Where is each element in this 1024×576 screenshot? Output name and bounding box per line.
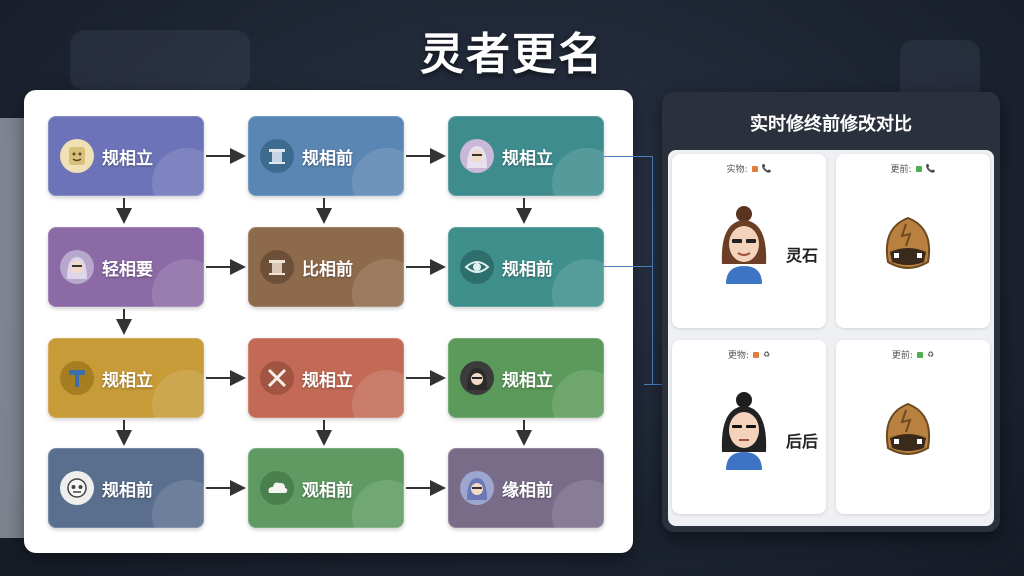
- flow-node-9[interactable]: 规相立: [448, 338, 604, 418]
- phone-icon: 📞: [761, 164, 772, 173]
- flow-node-2[interactable]: 规相前: [248, 116, 404, 196]
- flow-node-label: 缘相前: [502, 480, 553, 501]
- avatar-icon: [460, 361, 494, 395]
- connector-line: [644, 384, 662, 385]
- woman-dark-portrait: [721, 392, 767, 470]
- status-square-icon: [751, 165, 758, 172]
- flow-node-5[interactable]: 比相前: [248, 227, 404, 307]
- cell-tag-text: 更前:: [890, 165, 912, 175]
- flow-node-label: 比相前: [302, 259, 353, 280]
- cell-tag-text: 实物:: [726, 165, 748, 175]
- flow-node-label: 规相前: [502, 259, 553, 280]
- cell-tag-text: 更前:: [891, 351, 913, 361]
- crossed-swords-icon: [260, 361, 294, 395]
- cell-tag: 更物: ♻: [672, 348, 826, 361]
- flow-node-label: 规相立: [502, 370, 553, 391]
- compare-cell-before-2[interactable]: 更物: ♻ 后后: [672, 340, 826, 514]
- flow-node-label: 轻相要: [102, 259, 153, 280]
- avatar-icon: [60, 250, 94, 284]
- flow-node-label: 观相前: [302, 480, 353, 501]
- flow-node-label: 规相前: [102, 480, 153, 501]
- hammer-icon: [60, 361, 94, 395]
- compare-cell-after-1[interactable]: 更前: 📞: [836, 154, 990, 328]
- cloud-icon: [260, 471, 294, 505]
- status-square-icon: [915, 165, 922, 172]
- compare-title: 实时修终前修改对比: [750, 114, 912, 135]
- flow-node-label: 规相立: [302, 370, 353, 391]
- connector-line: [652, 156, 653, 384]
- cell-word: 后后: [785, 432, 818, 451]
- page-title: 灵者更名: [420, 29, 604, 80]
- wooden-mask-portrait: [886, 402, 930, 455]
- recycle-icon: ♻: [762, 350, 771, 359]
- flow-node-4[interactable]: 轻相要: [48, 227, 204, 307]
- flow-node-8[interactable]: 规相立: [248, 338, 404, 418]
- cell-tag: 更前: 📞: [836, 162, 990, 175]
- scroll-face-icon: [60, 139, 94, 173]
- mask-icon: [60, 471, 94, 505]
- flow-node-3[interactable]: 规相立: [448, 116, 604, 196]
- flow-node-1[interactable]: 规相立: [48, 116, 204, 196]
- woman-bun-portrait: [721, 206, 767, 284]
- cell-tag-text: 更物:: [727, 351, 749, 361]
- cell-tag: 实物: 📞: [672, 162, 826, 175]
- avatar-icon: [460, 139, 494, 173]
- banner-icon: [260, 250, 294, 284]
- flow-node-6[interactable]: 规相前: [448, 227, 604, 307]
- flow-node-11[interactable]: 观相前: [248, 448, 404, 528]
- flow-node-label: 规相立: [102, 148, 153, 169]
- wooden-mask-portrait: [886, 216, 930, 269]
- avatar-icon: [460, 471, 494, 505]
- compare-grid: 实物: 📞 灵石 更前: 📞: [668, 150, 994, 526]
- flow-node-10[interactable]: 规相前: [48, 448, 204, 528]
- eye-icon: [460, 250, 494, 284]
- flow-node-12[interactable]: 缘相前: [448, 448, 604, 528]
- status-square-icon: [752, 351, 759, 358]
- flow-node-label: 规相前: [302, 148, 353, 169]
- flow-node-label: 规相立: [102, 370, 153, 391]
- connector-line: [604, 156, 652, 157]
- compare-cell-after-2[interactable]: 更前: ♻: [836, 340, 990, 514]
- banner-icon: [260, 139, 294, 173]
- connector-line: [604, 266, 652, 267]
- recycle-icon: ♻: [926, 350, 935, 359]
- flow-node-7[interactable]: 规相立: [48, 338, 204, 418]
- status-square-icon: [916, 351, 923, 358]
- flow-node-label: 规相立: [502, 148, 553, 169]
- cell-tag: 更前: ♻: [836, 348, 990, 361]
- phone-icon: 📞: [925, 164, 936, 173]
- cell-word: 灵石: [785, 246, 818, 265]
- flow-panel: 规相立 规相前 规相立 轻相要 比相前 规相前 规相立: [24, 90, 633, 553]
- background-shape: [70, 30, 250, 90]
- compare-cell-before-1[interactable]: 实物: 📞 灵石: [672, 154, 826, 328]
- compare-panel: 实时修终前修改对比 实物: 📞 灵石 更前:: [662, 92, 1000, 532]
